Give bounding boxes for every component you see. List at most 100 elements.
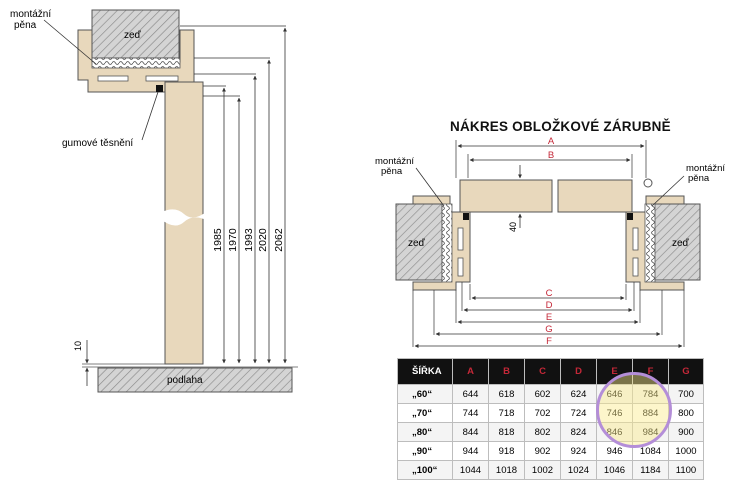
table-cell: 818 (488, 422, 525, 442)
col-header-g: G (668, 358, 704, 385)
table-cell: 1184 (632, 460, 669, 480)
mounting-foam-top (91, 57, 181, 69)
col-header-c: C (524, 358, 561, 385)
wall-right (653, 203, 701, 281)
hinge-pin (643, 178, 653, 188)
row-width-label: „80“ (397, 422, 453, 442)
foam-left-line2: pěna (381, 166, 403, 177)
table-cell: 1018 (488, 460, 525, 480)
door-leaf-plan-right (557, 179, 633, 213)
table-row: „90“ 944 918 902 924 946 1084 1000 (397, 441, 704, 461)
table-cell: 644 (452, 384, 489, 404)
dim-letter-d: D (546, 300, 553, 311)
table-cell: 1024 (560, 460, 597, 480)
row-width-label: „100“ (397, 460, 453, 480)
dim-letter-e: E (546, 312, 552, 323)
height-1985: 1985 (212, 228, 224, 252)
row-width-label: „70“ (397, 403, 453, 423)
table-cell: 624 (560, 384, 597, 404)
table-cell: 700 (668, 384, 704, 404)
table-cell: 744 (452, 403, 489, 423)
table-header-row: ŠÍŘKA A B C D E F G (397, 358, 704, 385)
col-header-b: B (488, 358, 525, 385)
col-header-e: E (596, 358, 633, 385)
dim-letter-b: B (548, 150, 554, 161)
table-row: „70“ 744 718 702 724 746 884 800 (397, 403, 704, 423)
floor-gap-value: 10 (73, 341, 83, 351)
casing-slot-2 (145, 75, 179, 82)
table-cell: 718 (488, 403, 525, 423)
height-2020: 2020 (257, 228, 269, 252)
table-cell: 884 (632, 403, 669, 423)
col-header-width: ŠÍŘKA (397, 358, 453, 385)
wall-left-label: zeď (408, 238, 426, 249)
dimensions-table: ŠÍŘKA A B C D E F G „60“ 644 618 602 624… (397, 358, 704, 480)
row-width-label: „60“ (397, 384, 453, 404)
table-cell: 646 (596, 384, 633, 404)
table-cell: 900 (668, 422, 704, 442)
wall-right-label: zeď (672, 238, 690, 249)
gasket-label: gumové těsnění (62, 138, 133, 149)
wall-label-top: zeď (124, 30, 142, 41)
table-cell: 924 (560, 441, 597, 461)
wall-block-top (91, 9, 180, 59)
table-cell: 618 (488, 384, 525, 404)
gasket-left (463, 213, 469, 220)
foam-label-line2: pěna (14, 20, 37, 31)
table-cell: 1100 (668, 460, 704, 480)
table-cell: 984 (632, 422, 669, 442)
table-row: „100“ 1044 1018 1002 1024 1046 1184 1100 (397, 460, 704, 480)
dim-letter-c: C (546, 288, 553, 299)
table-cell: 944 (452, 441, 489, 461)
foam-left (441, 203, 453, 283)
wall-left (395, 203, 443, 281)
height-1970: 1970 (227, 228, 239, 252)
height-2062: 2062 (273, 228, 285, 252)
door-thickness: 40 (508, 222, 518, 232)
table-cell: 602 (524, 384, 561, 404)
table-cell: 946 (596, 441, 633, 461)
side-section-view: 10 1985 1970 1993 2020 2062 montážní pěn… (10, 9, 298, 393)
foam-right-line2: pěna (688, 173, 710, 184)
table-cell: 824 (560, 422, 597, 442)
foam-right (644, 203, 656, 283)
table-cell: 902 (524, 441, 561, 461)
col-header-d: D (560, 358, 597, 385)
rubber-gasket (156, 85, 163, 92)
table-cell: 918 (488, 441, 525, 461)
plan-view: 40 (375, 136, 725, 348)
gasket-right (627, 213, 633, 220)
dim-letter-a: A (548, 136, 555, 147)
table-cell: 784 (632, 384, 669, 404)
table-cell: 1046 (596, 460, 633, 480)
table-cell: 800 (668, 403, 704, 423)
dim-letter-f: F (546, 336, 552, 347)
col-header-a: A (452, 358, 489, 385)
col-header-f: F (632, 358, 669, 385)
table-row: „80“ 844 818 802 824 846 984 900 (397, 422, 704, 442)
casing-slot-1 (97, 75, 129, 82)
foam-label-line1: montážní (10, 9, 51, 20)
foam-right-line1: montážní (686, 163, 725, 174)
door-break-mark (162, 209, 206, 226)
floor-label: podlaha (167, 375, 203, 386)
foam-left-line1: montážní (375, 156, 414, 167)
door-leaf-plan-left (459, 179, 553, 213)
table-cell: 846 (596, 422, 633, 442)
row-width-label: „90“ (397, 441, 453, 461)
table-cell: 802 (524, 422, 561, 442)
table-cell: 702 (524, 403, 561, 423)
drawing-title: NÁKRES OBLOŽKOVÉ ZÁRUBNĚ (450, 119, 671, 134)
table-cell: 1044 (452, 460, 489, 480)
height-1993: 1993 (243, 228, 255, 252)
table-cell: 844 (452, 422, 489, 442)
table-cell: 1084 (632, 441, 669, 461)
table-cell: 1000 (668, 441, 704, 461)
table-row: „60“ 644 618 602 624 646 784 700 (397, 384, 704, 404)
table-cell: 724 (560, 403, 597, 423)
table-cell: 1002 (524, 460, 561, 480)
table-cell: 746 (596, 403, 633, 423)
dim-letter-g: G (545, 324, 552, 335)
